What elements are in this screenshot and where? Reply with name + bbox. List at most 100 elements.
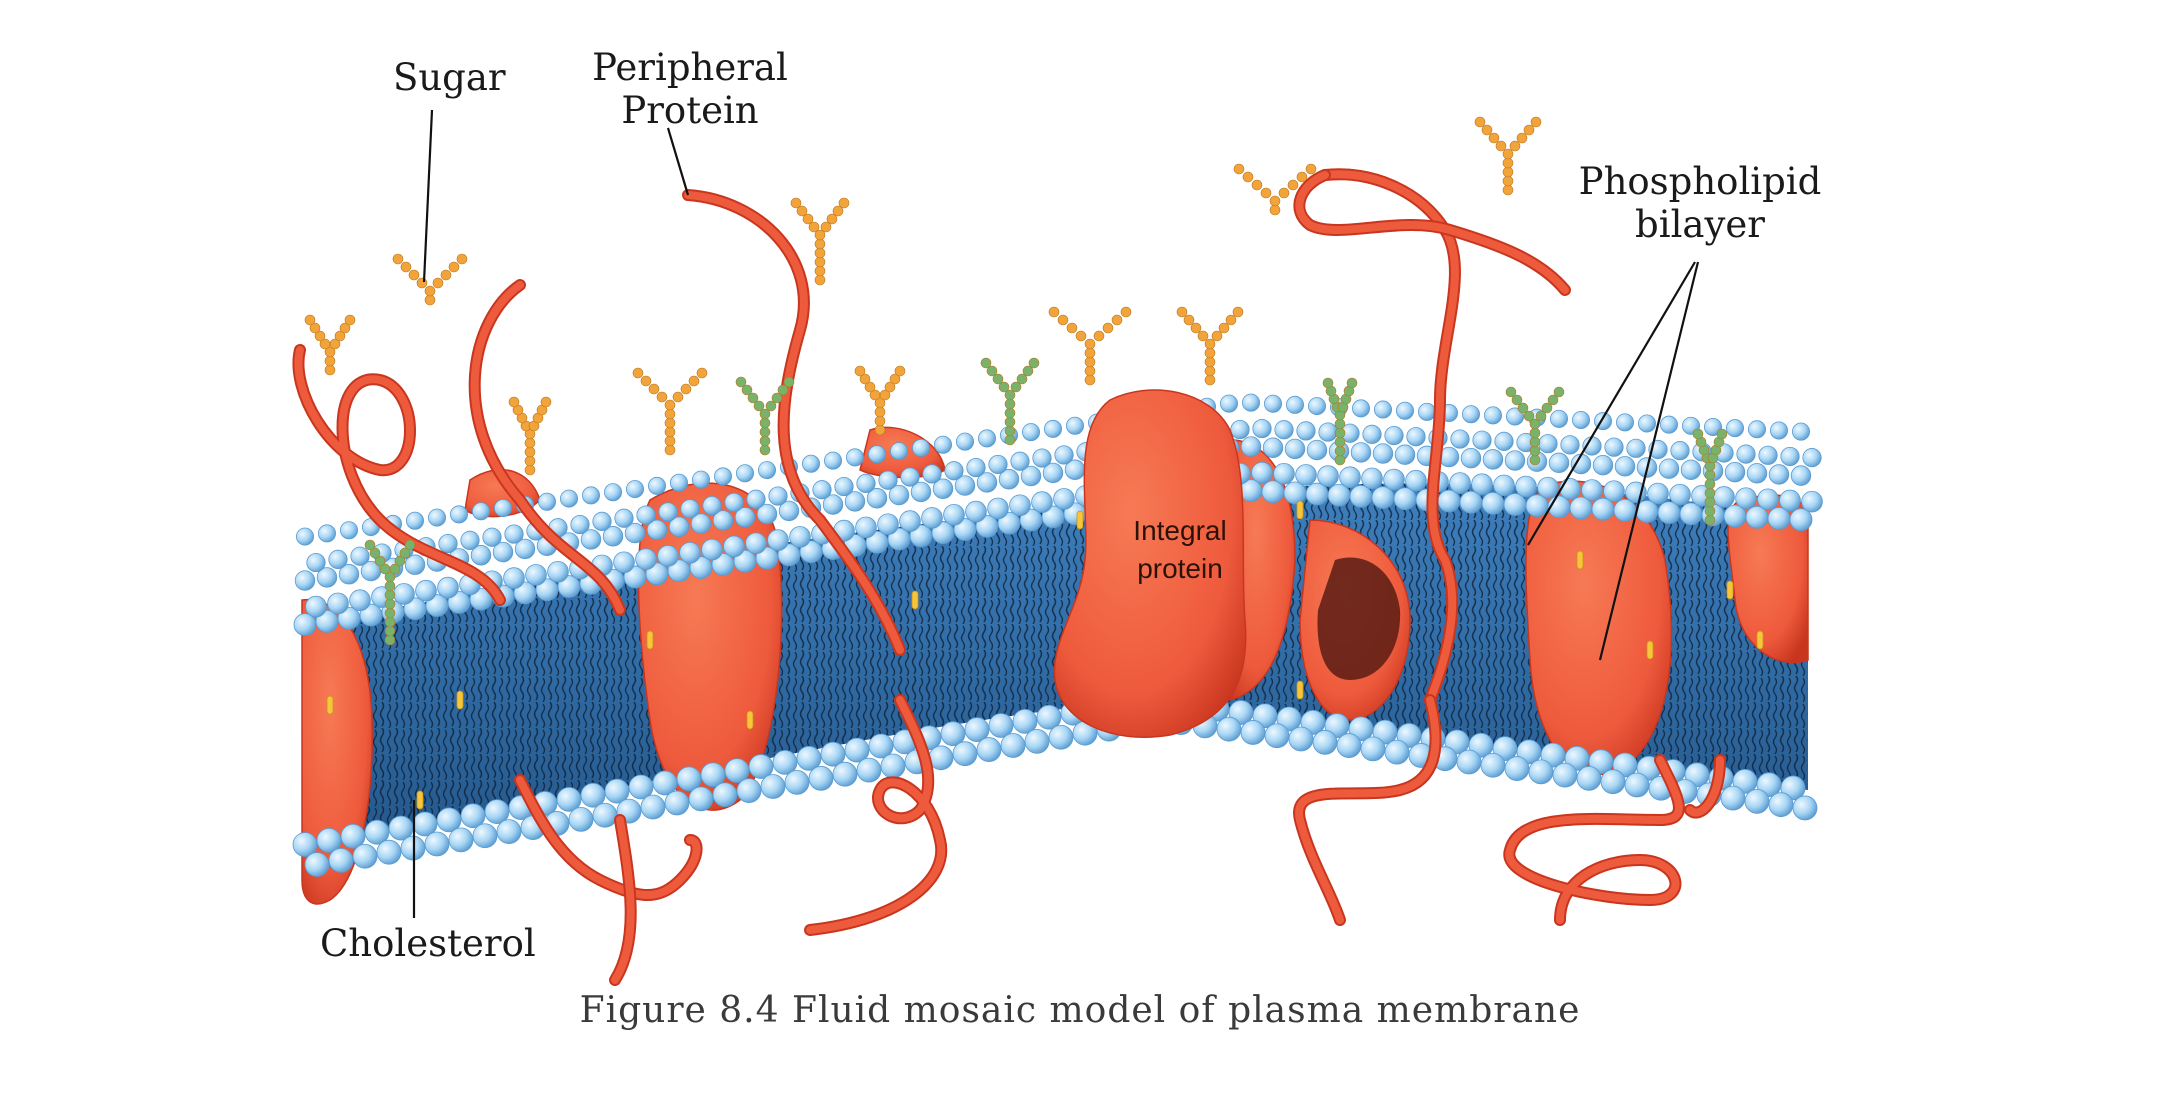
lipid-head [1339,466,1361,489]
sugar-chain [864,381,876,393]
protein-chain [611,816,635,984]
lipid-head [376,839,402,865]
lipid-head [580,782,606,808]
sugar-chain [680,383,692,395]
lipid-head [293,613,317,636]
lipid-head [624,522,646,544]
sugar-chain [309,322,321,334]
sugar-chain [664,417,676,429]
lipid-head [748,754,774,779]
lipid-head [868,445,887,464]
lipid-head [292,832,318,857]
sugar-chain [1269,204,1281,216]
sugar-chain [1529,427,1541,439]
sugar-chain [1305,163,1317,175]
sugar-chain [1502,157,1514,169]
lipid-head [1274,420,1294,440]
sugar-chain [1547,394,1559,406]
protein-chain [1686,756,1724,817]
lipid-head [1493,474,1515,497]
lipid-head [1482,449,1504,470]
lipid-head [327,592,349,615]
sugar-chain [1529,454,1541,466]
lipid-head [1504,450,1526,471]
sugar-chain [765,400,777,412]
lipid-head [1405,469,1427,492]
lipid-head [1450,429,1470,449]
sugar-chain [1296,171,1308,183]
lipid-head [997,511,1021,535]
sugar-chain [648,383,660,395]
integral-protein-label: Integral protein [1100,512,1260,588]
lipid-head [1220,394,1239,413]
lipid-head [652,770,678,796]
lipid-head [538,492,557,511]
lipid-head [714,467,733,486]
peripheral-protein-label-line2: Protein [621,89,759,132]
lipid-head [1525,494,1549,518]
sugar-chain [448,261,460,273]
lipid-head [1308,397,1327,416]
lipid-head [768,486,788,506]
sugar-chain [1004,434,1016,446]
sugar-chain [384,634,396,646]
lipid-head [1336,733,1362,758]
lipid-head [472,823,498,849]
lipid-head [496,819,522,845]
lipid-head [723,535,745,558]
lipid-head [305,595,327,618]
sugar-chain [777,384,789,396]
sugar-chain [1488,132,1500,144]
sugar-chain [408,269,420,281]
lipid-head [998,469,1020,490]
lipid-head [317,524,336,543]
lipid-head [1362,424,1382,444]
lipid-head [1713,486,1735,508]
lipid-head [724,492,744,513]
phospholipid-leader-1 [1527,261,1696,546]
lipid-head [1515,475,1537,498]
sugar-chain [1509,140,1521,152]
lipid-head [772,750,798,775]
lipid-head [1393,487,1417,511]
lipid-head [1669,483,1691,506]
lipid-head [328,549,348,570]
sugar-chain [384,589,396,601]
sugar-chain [1535,410,1547,422]
lipid-head [1494,431,1514,451]
sugar-chain [1334,427,1346,439]
sugar-chain [747,392,759,404]
lipid-head [425,594,449,617]
lipid-head [1625,481,1647,504]
lipid-head [1624,772,1650,798]
lipid-head [1657,501,1681,525]
sugar-chain [1102,322,1114,334]
cholesterol-molecule [1076,510,1084,530]
sugar-chain [324,364,336,376]
lipid-head [427,508,446,527]
lipid-head [1240,720,1266,745]
lipid-head [1552,762,1578,788]
lipid-head [1548,452,1570,474]
sugar-chain [790,197,802,209]
lipid-head [734,507,756,528]
lipid-head [560,489,579,508]
lipid-head [1306,439,1328,461]
sugar-chain [656,391,668,403]
lipid-head [910,481,932,503]
cholesterol-molecule [416,790,424,810]
lipid-head [680,499,700,519]
lipid-head [1288,726,1314,752]
lipid-head [294,570,316,591]
lipid-head [987,497,1009,520]
lipid-head [1757,488,1779,511]
lipid-head [890,442,909,461]
sugar-chain [874,397,886,409]
sugar-chain [980,357,992,369]
sugar-chain [814,256,826,268]
sugar-chain [324,355,336,367]
sugar-chain [339,322,351,334]
lipid-head [664,790,690,816]
lipid-head [701,538,723,561]
lipid-head [1746,463,1768,484]
